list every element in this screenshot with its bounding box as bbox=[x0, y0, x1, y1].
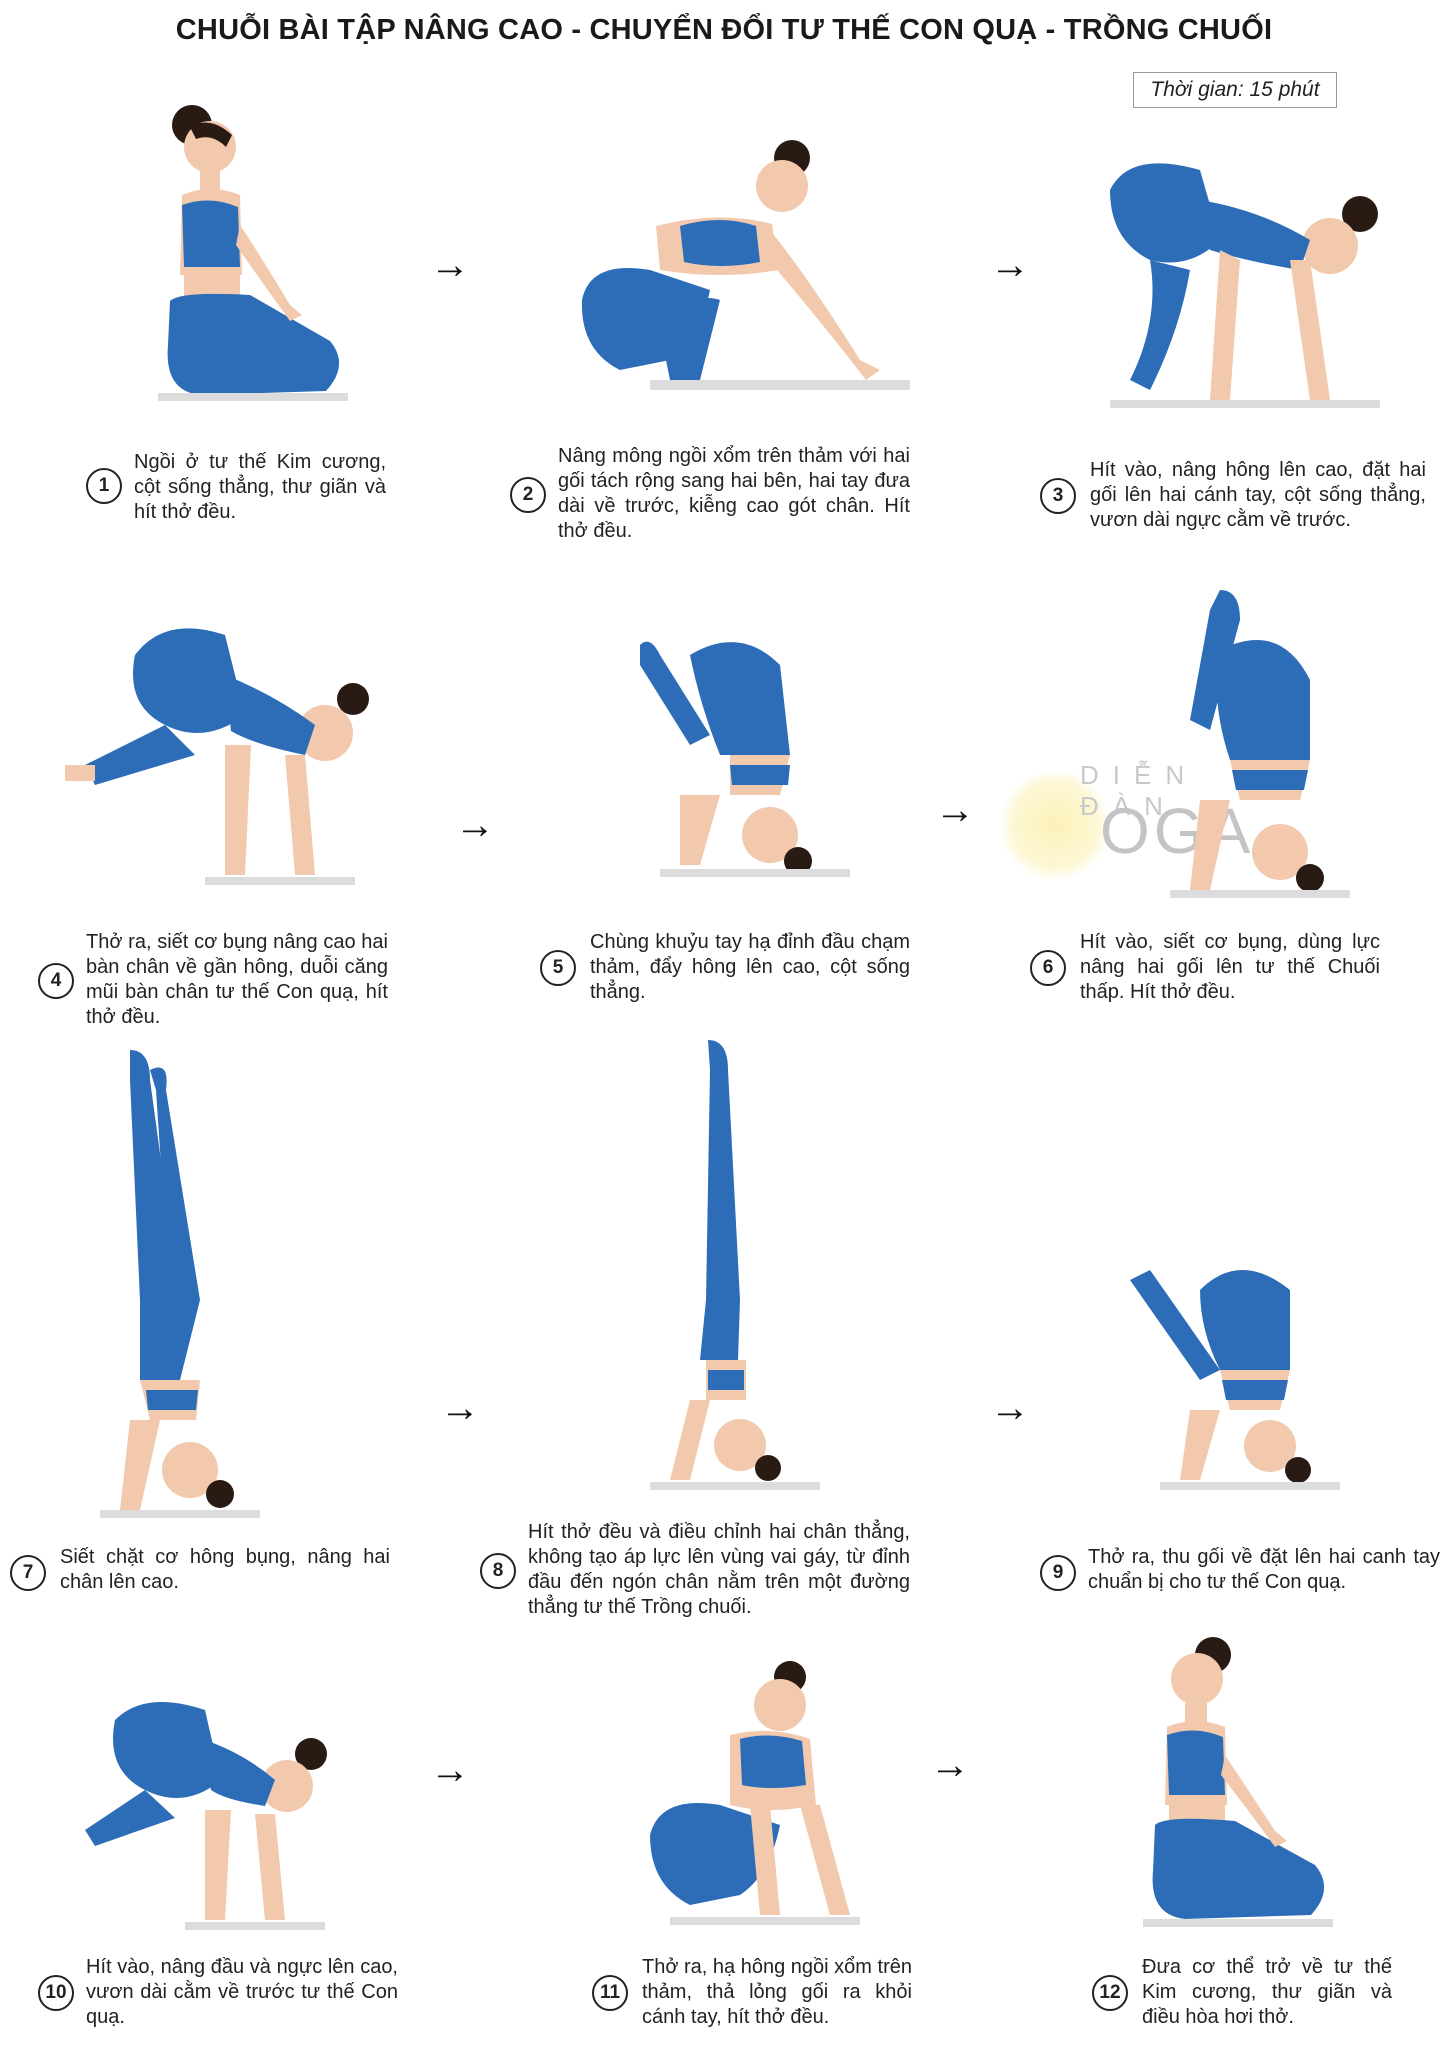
step-12: 12 Đưa cơ thể trở về tư thế Kim cương, t… bbox=[1092, 1955, 1392, 2031]
step-description: Chùng khuỷu tay hạ đỉnh đầu chạm thảm, đ… bbox=[590, 931, 910, 1003]
pose-figure-9 bbox=[1120, 1250, 1350, 1500]
pose-figure-7 bbox=[100, 1050, 260, 1530]
step-number-badge: 6 bbox=[1030, 950, 1066, 986]
duration-label: Thời gian: 15 phút bbox=[1133, 72, 1337, 108]
step-8: 8 Hít thở đều và điều chỉnh hai chân thẳ… bbox=[480, 1520, 910, 1622]
step-number-badge: 10 bbox=[38, 1975, 74, 2011]
step-description: Đưa cơ thể trở về tư thế Kim cương, thư … bbox=[1142, 1956, 1392, 2028]
step-number-badge: 11 bbox=[592, 1975, 628, 2011]
arrow-icon-2: → bbox=[990, 243, 1030, 287]
step-11: 11 Thở ra, hạ hông ngồi xổm trên thảm, t… bbox=[592, 1955, 912, 2031]
pose-figure-8 bbox=[650, 1040, 820, 1500]
step-1: 1 Ngồi ở tư thế Kim cương, cột sống thẳn… bbox=[86, 448, 386, 524]
sun-icon bbox=[1000, 770, 1110, 880]
pose-figure-12 bbox=[1125, 1635, 1345, 1945]
step-description: Hít thở đều và điều chỉnh hai chân thẳng… bbox=[528, 1521, 910, 1618]
step-number-badge: 9 bbox=[1040, 1555, 1076, 1591]
pose-figure-1 bbox=[140, 95, 360, 425]
step-4: 4 Thở ra, siết cơ bụng nâng cao hai bàn … bbox=[38, 930, 388, 1032]
page-title: CHUỖI BÀI TẬP NÂNG CAO - CHUYỂN ĐỔI TƯ T… bbox=[175, 14, 1273, 46]
step-description: Nâng mông ngồi xổm trên thảm với hai gối… bbox=[558, 445, 910, 542]
step-description: Hít vào, siết cơ bụng, dùng lực nâng hai… bbox=[1080, 931, 1380, 1003]
step-description: Ngồi ở tư thế Kim cương, cột sống thẳng,… bbox=[134, 451, 386, 523]
pose-figure-5 bbox=[620, 625, 860, 885]
arrow-icon-6: → bbox=[990, 1386, 1030, 1430]
arrow-icon-4: → bbox=[935, 788, 975, 832]
step-number-badge: 1 bbox=[86, 468, 122, 504]
arrow-icon-1: → bbox=[430, 243, 470, 287]
step-6: 6 Hít vào, siết cơ bụng, dùng lực nâng h… bbox=[1030, 930, 1380, 1006]
step-7: 7 Siết chặt cơ hông bụng, nâng hai chân … bbox=[10, 1545, 390, 1601]
step-2: 2 Nâng mông ngồi xổm trên thảm với hai g… bbox=[510, 444, 910, 546]
pose-figure-3 bbox=[1090, 150, 1390, 430]
step-number-badge: 4 bbox=[38, 963, 74, 999]
step-number-badge: 7 bbox=[10, 1555, 46, 1591]
step-description: Thở ra, siết cơ bụng nâng cao hai bàn ch… bbox=[86, 931, 388, 1028]
step-number-badge: 3 bbox=[1040, 478, 1076, 514]
step-description: Thở ra, thu gối về đặt lên hai canh tay … bbox=[1088, 1546, 1440, 1593]
step-3: 3 Hít vào, nâng hông lên cao, đặt hai gố… bbox=[1040, 458, 1426, 534]
arrow-icon-7: → bbox=[430, 1748, 470, 1792]
pose-figure-6 bbox=[1160, 590, 1360, 910]
step-description: Hít vào, nâng hông lên cao, đặt hai gối … bbox=[1090, 459, 1426, 531]
step-number-badge: 5 bbox=[540, 950, 576, 986]
step-9: 9 Thở ra, thu gối về đặt lên hai canh ta… bbox=[1040, 1545, 1440, 1601]
pose-figure-2 bbox=[560, 130, 920, 430]
pose-figure-11 bbox=[640, 1655, 870, 1945]
step-5: 5 Chùng khuỷu tay hạ đỉnh đầu chạm thảm,… bbox=[540, 930, 910, 1006]
step-10: 10 Hít vào, nâng đầu và ngực lên cao, vư… bbox=[38, 1955, 398, 2031]
arrow-icon-8: → bbox=[930, 1743, 970, 1787]
step-number-badge: 12 bbox=[1092, 1975, 1128, 2011]
step-description: Thở ra, hạ hông ngồi xổm trên thảm, thả … bbox=[642, 1956, 912, 2028]
arrow-icon-5: → bbox=[440, 1386, 480, 1430]
pose-figure-10 bbox=[65, 1690, 335, 1940]
pose-figure-4 bbox=[55, 615, 385, 905]
arrow-icon-3: → bbox=[455, 803, 495, 847]
step-number-badge: 8 bbox=[480, 1553, 516, 1589]
step-description: Siết chặt cơ hông bụng, nâng hai chân lê… bbox=[60, 1546, 390, 1593]
step-number-badge: 2 bbox=[510, 477, 546, 513]
step-description: Hít vào, nâng đầu và ngực lên cao, vươn … bbox=[86, 1956, 398, 2028]
watermark-line1: DIỄN ĐÀN bbox=[1080, 760, 1199, 821]
